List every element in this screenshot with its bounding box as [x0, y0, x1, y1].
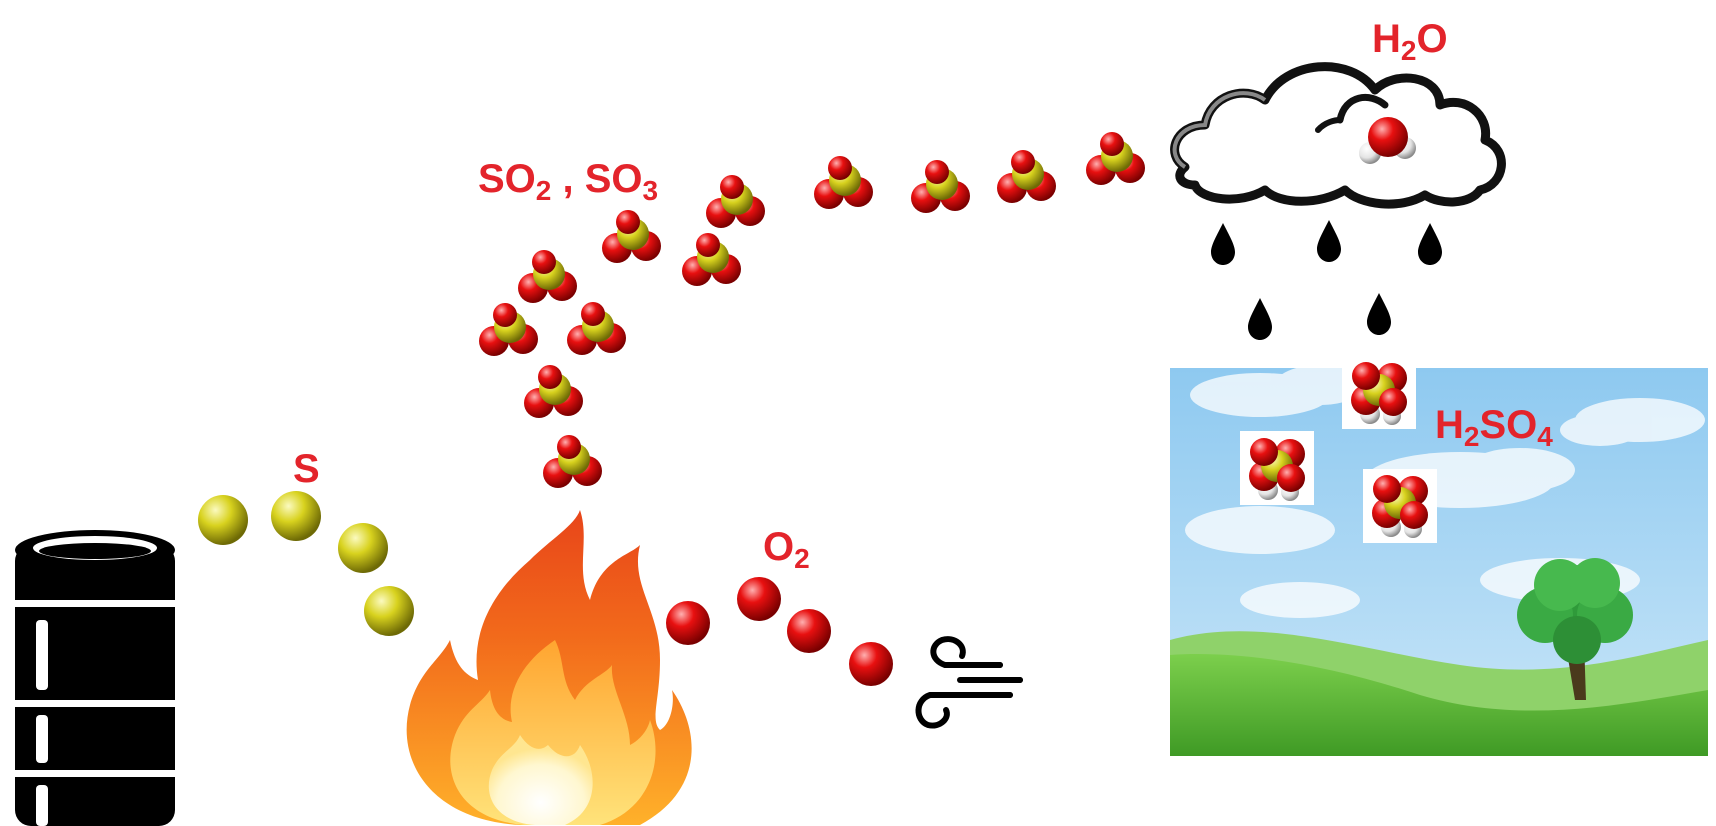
- sulfuric-acid-molecules: [1240, 355, 1437, 543]
- sulfur-atoms: [198, 491, 414, 636]
- tree-icon: [1517, 558, 1633, 700]
- water-molecule: [1359, 117, 1416, 164]
- sulfur-label: S: [293, 447, 320, 491]
- rain-cloud-icon: [1170, 62, 1506, 340]
- sulfur-oxides-label: SO2 , SO3: [478, 157, 658, 206]
- oil-barrel-icon: [13, 530, 177, 826]
- sulfuric-acid-label: H2SO4: [1435, 403, 1553, 452]
- oxygen-label: O2: [763, 525, 810, 574]
- oxygen-atoms: [666, 577, 893, 686]
- water-label: H2O: [1372, 17, 1448, 66]
- fire-icon: [406, 510, 692, 825]
- landscape-icon: [1170, 365, 1708, 756]
- wind-icon: [915, 636, 1023, 729]
